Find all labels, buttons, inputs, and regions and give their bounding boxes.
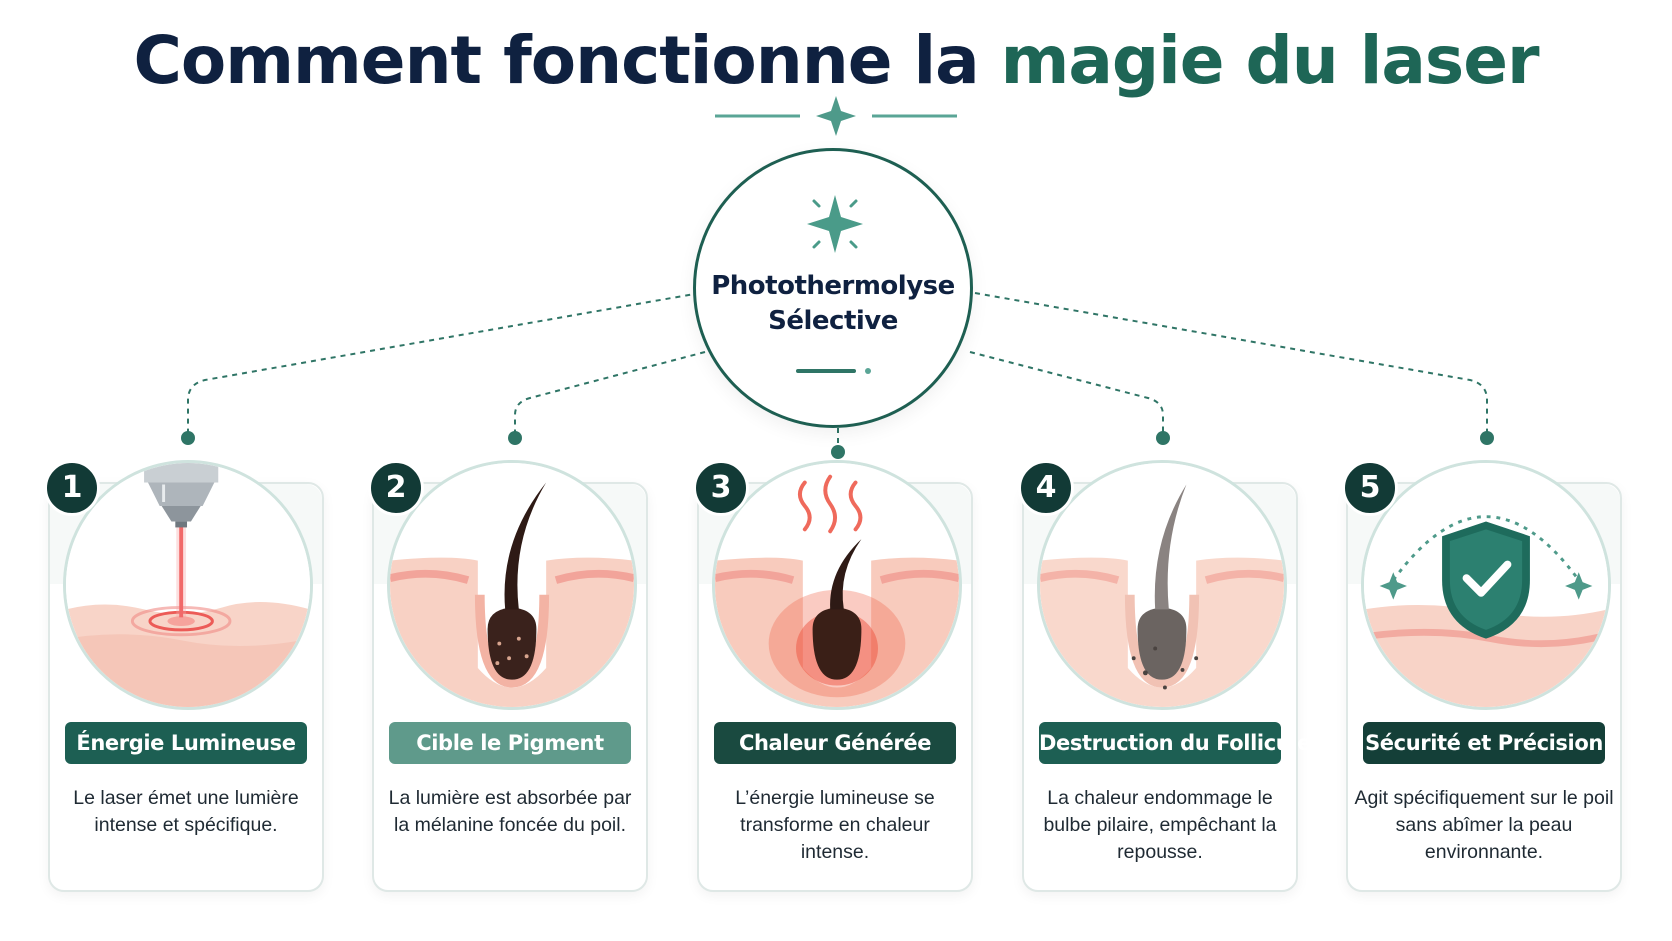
step-title: Sécurité et Précision bbox=[1363, 722, 1605, 764]
step-description: Le laser émet une lumière intense et spé… bbox=[73, 787, 299, 836]
title-accent: magie du laser bbox=[1000, 22, 1540, 99]
title-divider bbox=[715, 96, 957, 136]
step-description: La chaleur endommage le bulbe pilaire, e… bbox=[1043, 787, 1277, 863]
step-description: La lumière est absorbée par la mélanine … bbox=[388, 787, 632, 836]
step-title: Chaleur Générée bbox=[714, 722, 956, 764]
illustration-pigment bbox=[387, 460, 637, 710]
connector-dot bbox=[181, 431, 195, 445]
connector-dot bbox=[508, 431, 522, 445]
sparkle-icon bbox=[816, 96, 856, 136]
step-title: Énergie Lumineuse bbox=[65, 722, 307, 764]
step-description: Agit spécifiquement sur le poil sans abî… bbox=[1354, 787, 1614, 863]
title-main: Comment fonctionne la bbox=[133, 22, 979, 99]
star-icon bbox=[807, 195, 863, 253]
step-number: 3 bbox=[693, 460, 749, 516]
illustration-shield bbox=[1361, 460, 1611, 710]
illustration-laser bbox=[63, 460, 313, 710]
hub-line1: Photothermolyse bbox=[711, 271, 955, 301]
hub-dash bbox=[796, 368, 871, 374]
step-number: 5 bbox=[1342, 460, 1398, 516]
check-icon bbox=[1462, 560, 1512, 597]
hub-line2: Sélective bbox=[768, 306, 898, 336]
page-title: Comment fonctionne la magie du laser bbox=[0, 22, 1672, 99]
connector-dot bbox=[831, 445, 845, 459]
illustration-follicle bbox=[1037, 460, 1287, 710]
hub-circle: Photothermolyse Sélective bbox=[693, 148, 973, 428]
connector-dot bbox=[1156, 431, 1170, 445]
illustration-heat bbox=[712, 460, 962, 710]
step-number: 4 bbox=[1018, 460, 1074, 516]
step-title: Destruction du Follicule bbox=[1039, 722, 1311, 764]
step-description: L’énergie lumineuse se transforme en cha… bbox=[735, 787, 935, 863]
hub-label: Photothermolyse Sélective bbox=[696, 269, 970, 339]
step-number: 2 bbox=[368, 460, 424, 516]
connector-dot bbox=[1480, 431, 1494, 445]
step-title: Cible le Pigment bbox=[389, 722, 631, 764]
step-number: 1 bbox=[44, 460, 100, 516]
